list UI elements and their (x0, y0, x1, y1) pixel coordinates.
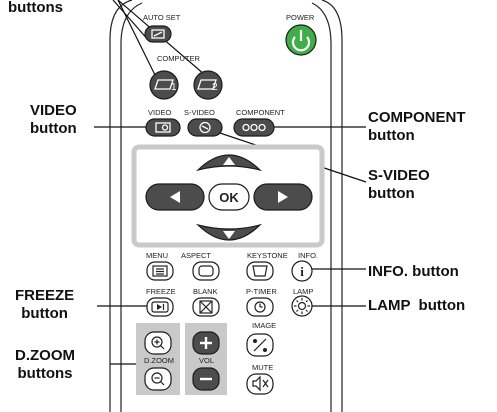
callout-component-button: COMPONENT button (368, 109, 466, 144)
p-timer-label: P-TIMER (246, 287, 277, 296)
component-button[interactable] (233, 118, 275, 137)
aspect-label: ASPECT (181, 251, 211, 260)
remote-outline-right (321, 0, 343, 412)
left-arrow-button[interactable] (145, 183, 205, 211)
blank-label: BLANK (193, 287, 218, 296)
up-arrow-button[interactable] (195, 154, 263, 172)
keystone-label: KEYSTONE (247, 251, 288, 260)
remote-outline-left (109, 0, 133, 412)
menu-button[interactable] (146, 261, 174, 281)
freeze-label: FREEZE (146, 287, 176, 296)
p-timer-button[interactable] (246, 297, 274, 317)
ok-label: OK (219, 190, 239, 205)
vol-down-button[interactable] (192, 367, 220, 391)
image-label: IMAGE (252, 321, 276, 330)
callout-computer-buttons: buttons (8, 0, 63, 16)
callout-lamp-button: LAMP button (368, 297, 466, 314)
video-button[interactable] (145, 118, 181, 137)
dzoom-out-button[interactable] (144, 367, 172, 391)
callout-freeze-button: FREEZE button (15, 287, 75, 322)
computer2-button[interactable]: 2 (193, 70, 223, 100)
right-arrow-button[interactable] (253, 183, 313, 211)
vol-up-button[interactable] (192, 331, 220, 355)
computer1-button[interactable]: 1 (149, 70, 179, 100)
lamp-label: LAMP (293, 287, 313, 296)
info-label: INFO. (298, 251, 318, 260)
freeze-button[interactable] (146, 297, 174, 317)
info-button[interactable]: i (291, 260, 313, 282)
callout-svideo-button: S-VIDEO button (368, 167, 430, 202)
aspect-button[interactable] (192, 261, 220, 281)
callout-video-button: VIDEO button (30, 102, 77, 137)
menu-label: MENU (146, 251, 168, 260)
component-label: COMPONENT (236, 108, 285, 117)
remote-inner-right (311, 2, 332, 412)
autoset-button[interactable] (144, 25, 172, 43)
ok-button[interactable]: OK (208, 183, 250, 211)
remote-inner-left (120, 2, 143, 412)
callout-info-button: INFO. button (368, 263, 459, 280)
blank-button[interactable] (192, 297, 220, 317)
video-label: VIDEO (148, 108, 172, 117)
power-button[interactable] (285, 24, 317, 56)
leader-autoset (112, 0, 151, 43)
computer1-number: 1 (171, 82, 177, 93)
lamp-button[interactable] (291, 295, 313, 317)
image-button[interactable] (246, 333, 274, 357)
mute-button[interactable] (246, 373, 274, 395)
keystone-button[interactable] (246, 261, 274, 281)
down-arrow-button[interactable] (195, 223, 263, 241)
svideo-button[interactable] (187, 118, 223, 137)
power-label: POWER (286, 13, 315, 22)
autoset-label: AUTO SET (143, 13, 181, 22)
callout-dzoom-buttons: D.ZOOM buttons (15, 347, 75, 382)
mute-label: MUTE (252, 363, 273, 372)
computer-label: COMPUTER (157, 54, 201, 63)
dzoom-label: D.ZOOM (144, 356, 174, 365)
computer2-number: 2 (212, 82, 218, 93)
svideo-label: S-VIDEO (184, 108, 215, 117)
info-icon: i (300, 264, 304, 279)
vol-label: VOL (199, 356, 214, 365)
dzoom-in-button[interactable] (144, 331, 172, 355)
